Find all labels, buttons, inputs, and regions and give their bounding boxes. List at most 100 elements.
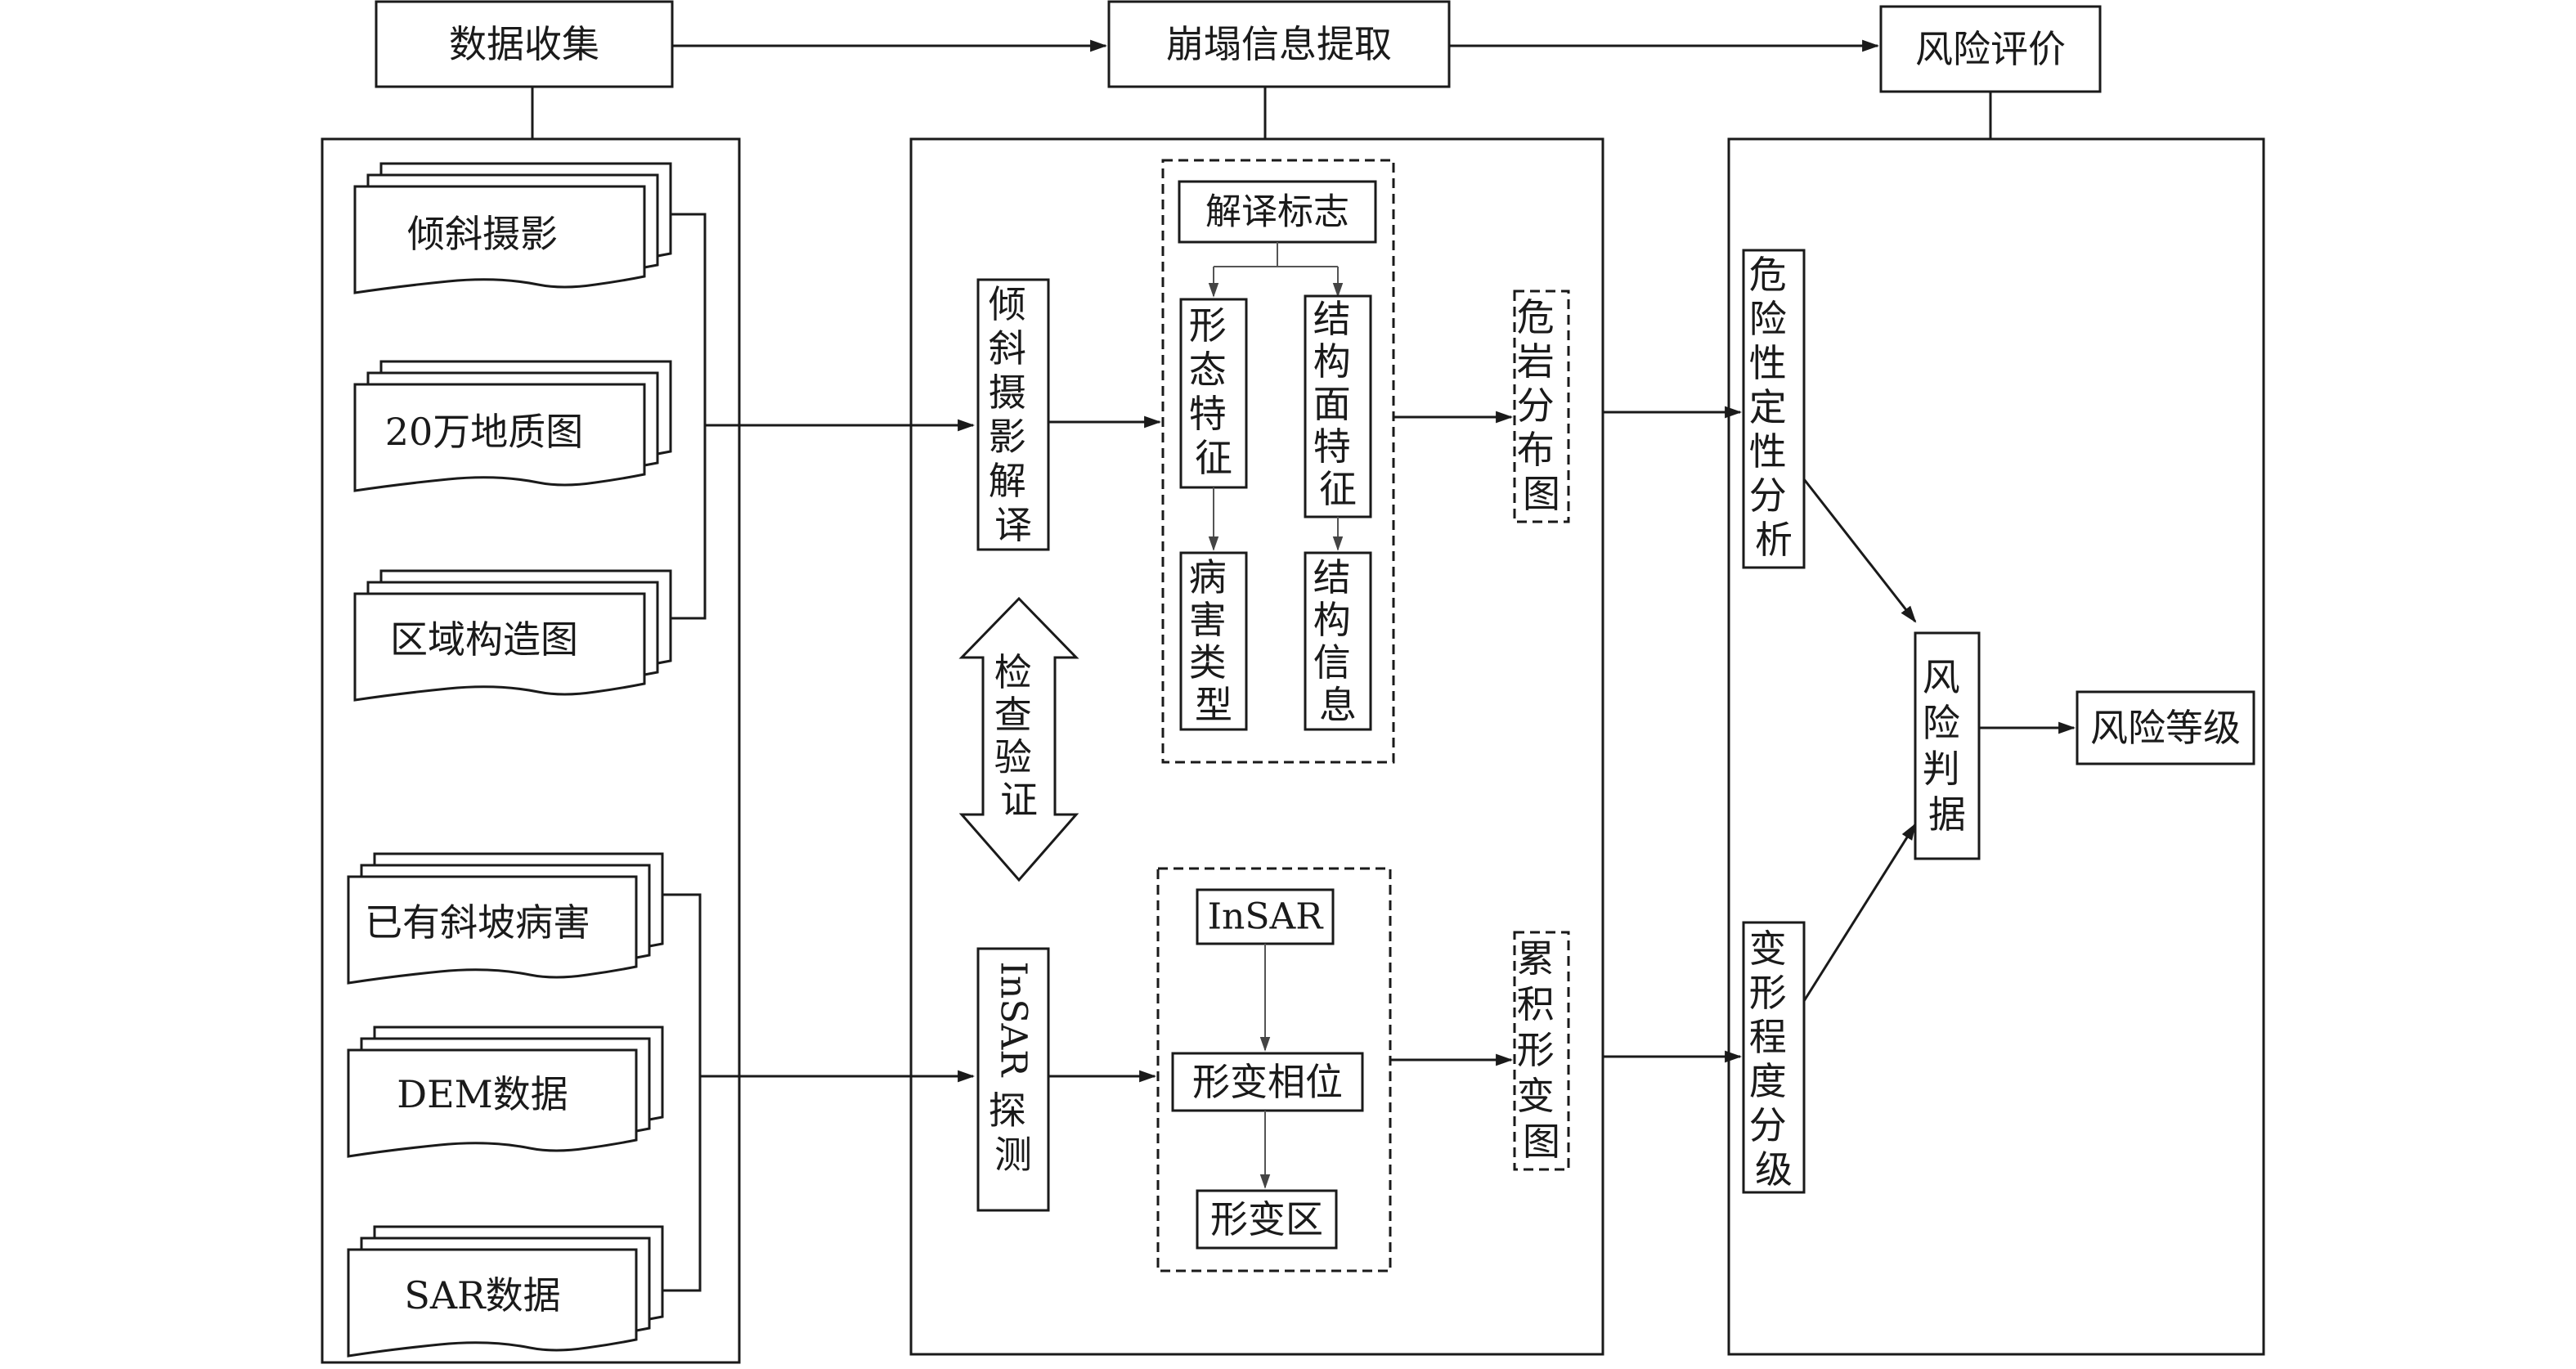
arrow-qualitative-to-criteria bbox=[1802, 478, 1917, 623]
insar-box: InSAR bbox=[1196, 888, 1335, 945]
structural-plane-char: 特 bbox=[1313, 424, 1351, 469]
stage-risk-evaluation: 风险评价 bbox=[1879, 5, 2102, 93]
stage-collapse-extraction: 崩塌信息提取 bbox=[1107, 0, 1451, 88]
input-geologic-map: 20万地质图 bbox=[385, 410, 584, 454]
bracket-lower-inputs bbox=[662, 893, 702, 1292]
arrow-grading-to-criteria bbox=[1802, 823, 1917, 1002]
structure-info-char: 信 bbox=[1313, 640, 1351, 684]
risk-criteria-char: 风 bbox=[1923, 655, 1960, 699]
insar-label: InSAR bbox=[1208, 896, 1325, 938]
cumulative-deformation-map-char: 变 bbox=[1517, 1074, 1555, 1118]
input-dem-data: DEM数据 bbox=[397, 1072, 568, 1116]
input-sar-data: SAR数据 bbox=[404, 1273, 560, 1317]
oblique-interpretation-char: 倾 bbox=[989, 282, 1026, 326]
check-verify-char: 证 bbox=[1000, 778, 1038, 822]
dangerous-rock-map-char: 危 bbox=[1517, 295, 1555, 339]
oblique-interpretation-label: 倾 斜 摄 影 解 译 bbox=[989, 282, 1039, 547]
input-existing-hazards: 已有斜坡病害 bbox=[365, 900, 590, 945]
cumulative-deformation-map-char: 形 bbox=[1517, 1028, 1555, 1072]
hazard-qualitative-char: 定 bbox=[1749, 385, 1787, 429]
dangerous-rock-map-char: 图 bbox=[1523, 472, 1560, 516]
structural-plane-char: 构 bbox=[1313, 339, 1351, 384]
oblique-interpretation-char: 斜 bbox=[989, 326, 1026, 370]
insar-deformation-group bbox=[1156, 867, 1392, 1272]
oblique-interpretation-box: 倾 斜 摄 影 解 译 bbox=[976, 278, 1050, 551]
deformation-grading-char: 度 bbox=[1749, 1059, 1787, 1103]
dangerous-rock-map-char: 分 bbox=[1517, 384, 1555, 428]
dangerous-rock-map-char: 岩 bbox=[1517, 339, 1555, 384]
risk-criteria-char: 判 bbox=[1923, 747, 1960, 791]
hazard-qualitative-label: 危 险 性 定 性 分 析 bbox=[1749, 253, 1799, 562]
structural-plane-char: 面 bbox=[1313, 382, 1351, 426]
deformation-grading-box: 变 形 程 度 分 级 bbox=[1742, 921, 1806, 1194]
hazard-qualitative-char: 析 bbox=[1755, 518, 1793, 562]
risk-criteria-label: 风 险 判 据 bbox=[1923, 655, 1972, 837]
cumulative-deformation-map-char: 图 bbox=[1523, 1120, 1560, 1164]
check-verify-double-arrow: 检 查 验 证 bbox=[958, 596, 1079, 882]
stage-risk-evaluation-label: 风险评价 bbox=[1915, 27, 2066, 71]
morphology-char: 形 bbox=[1189, 303, 1227, 348]
hazard-qualitative-char: 分 bbox=[1749, 474, 1787, 518]
input-oblique-photo: 倾斜摄影 bbox=[407, 212, 558, 256]
stage-collapse-extraction-label: 崩塌信息提取 bbox=[1166, 22, 1392, 66]
deformation-grading-char: 变 bbox=[1749, 927, 1787, 971]
stage-data-collection: 数据收集 bbox=[375, 0, 674, 88]
bracket-upper-inputs bbox=[671, 213, 707, 620]
risk-level-label: 风险等级 bbox=[2090, 706, 2241, 750]
interpretation-mark-group bbox=[1161, 159, 1395, 764]
deformation-grading-char: 形 bbox=[1749, 971, 1787, 1015]
dangerous-rock-map-char: 布 bbox=[1517, 428, 1555, 472]
cumulative-deformation-map-box: 累 积 形 变 图 bbox=[1513, 931, 1570, 1171]
doc-stack-sar-data: SAR数据 bbox=[347, 1225, 664, 1358]
interpretation-mark-label: 解译标志 bbox=[1205, 191, 1349, 233]
hazard-type-char: 型 bbox=[1195, 683, 1232, 727]
deformation-grading-char: 分 bbox=[1749, 1103, 1787, 1147]
oblique-interpretation-char: 影 bbox=[989, 415, 1026, 459]
structure-info-char: 构 bbox=[1313, 598, 1351, 642]
deformation-zone-box: 形变区 bbox=[1196, 1189, 1338, 1250]
data-collection-panel bbox=[321, 137, 741, 1364]
check-verify-char: 查 bbox=[994, 693, 1032, 737]
structure-info-box: 结 构 信 息 bbox=[1304, 551, 1372, 731]
morphology-label: 形 态 特 征 bbox=[1189, 303, 1239, 480]
hazard-type-char: 害 bbox=[1189, 598, 1227, 642]
dangerous-rock-map-label: 危 岩 分 布 图 bbox=[1517, 295, 1567, 516]
structure-info-label: 结 构 信 息 bbox=[1313, 555, 1363, 727]
deformation-grading-char: 级 bbox=[1755, 1147, 1793, 1192]
check-verify-label: 检 查 验 证 bbox=[994, 650, 1044, 822]
oblique-interpretation-char: 译 bbox=[994, 503, 1032, 547]
interpretation-mark-box: 解译标志 bbox=[1178, 180, 1377, 244]
insar-detect-box: InSAR 探 测 bbox=[976, 947, 1050, 1212]
check-verify-char: 检 bbox=[994, 650, 1032, 694]
morphology-char: 征 bbox=[1195, 436, 1232, 480]
hazard-type-label: 病 害 类 型 bbox=[1189, 555, 1239, 727]
oblique-interpretation-char: 解 bbox=[989, 459, 1026, 503]
structural-plane-box: 结 构 面 特 征 bbox=[1304, 294, 1372, 518]
risk-level-box: 风险等级 bbox=[2076, 690, 2255, 765]
structure-info-char: 结 bbox=[1313, 555, 1351, 599]
doc-stack-dem-data: DEM数据 bbox=[347, 1026, 664, 1158]
morphology-char: 特 bbox=[1189, 392, 1227, 436]
morphology-box: 形 态 特 征 bbox=[1179, 298, 1248, 489]
deformation-grading-label: 变 形 程 度 分 级 bbox=[1749, 927, 1799, 1192]
structure-info-char: 息 bbox=[1319, 683, 1357, 727]
oblique-interpretation-char: 摄 bbox=[989, 370, 1026, 415]
doc-stack-regional-structure: 区域构造图 bbox=[353, 569, 672, 702]
risk-criteria-box: 风 险 判 据 bbox=[1914, 631, 1981, 860]
hazard-qualitative-char: 性 bbox=[1749, 429, 1787, 474]
deformation-phase-box: 形变相位 bbox=[1171, 1052, 1364, 1112]
structural-plane-char: 征 bbox=[1319, 467, 1357, 511]
input-regional-structure: 区域构造图 bbox=[390, 617, 578, 662]
deformation-phase-label: 形变相位 bbox=[1192, 1060, 1343, 1104]
hazard-type-box: 病 害 类 型 bbox=[1179, 551, 1248, 731]
tree-connector-marks bbox=[1213, 242, 1339, 291]
risk-criteria-char: 据 bbox=[1928, 792, 1966, 837]
cumulative-deformation-map-char: 累 bbox=[1517, 936, 1555, 981]
structural-plane-char: 结 bbox=[1313, 297, 1351, 341]
deformation-grading-char: 程 bbox=[1749, 1015, 1787, 1059]
check-verify-char: 验 bbox=[994, 735, 1032, 779]
hazard-qualitative-char: 性 bbox=[1749, 341, 1787, 385]
insar-detect-cjk: 探 测 bbox=[989, 1088, 1039, 1177]
cumulative-deformation-map-char: 积 bbox=[1517, 982, 1555, 1026]
